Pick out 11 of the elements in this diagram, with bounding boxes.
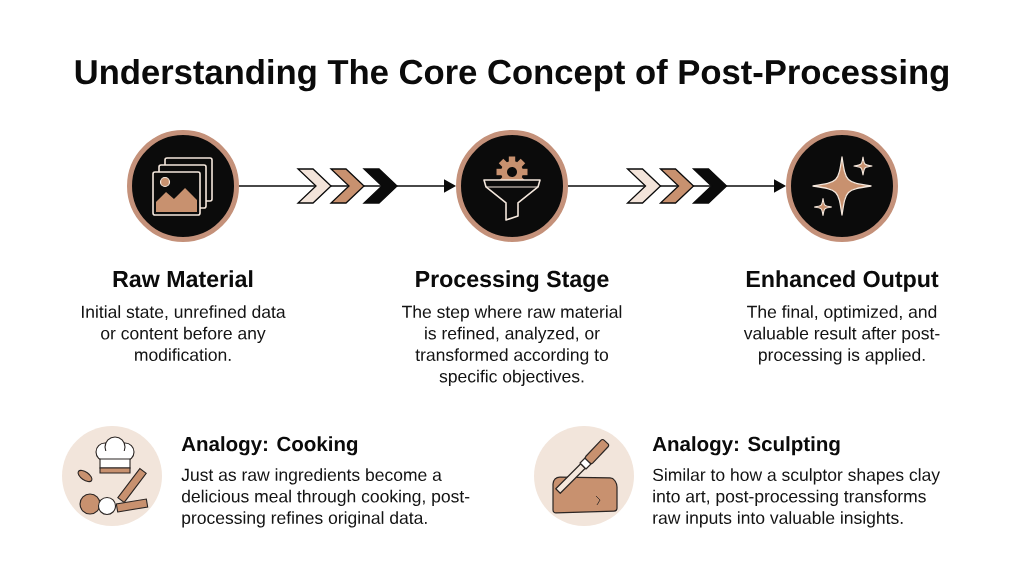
analogy-text: Similar to how a sculptor shapes clay into art, post-processing transforms raw inputs into valuable insights. — [653, 468, 940, 528]
analogy-title: Analogy: Sculpting — [652, 436, 840, 456]
step-title: Raw Material — [113, 270, 253, 288]
title: Understanding The Core Concept of Post-Processing — [75, 58, 948, 92]
step-description: Initial state, unrefined data or content before any modification. — [82, 305, 286, 362]
analogy-title: Analogy: Cooking — [181, 436, 358, 456]
step-description: The final, optimized, and valuable result after post-processing is applied. — [743, 305, 940, 365]
step-title: Processing Stage — [416, 270, 609, 292]
step-description: The step where raw material is refined, analyzed, or transformed according to specific objectives. — [402, 305, 622, 386]
analogy-text: Just as raw ingredients become a delicious meal through cooking, post-processing refines original data. — [181, 468, 470, 528]
step-title: Enhanced Output — [746, 270, 939, 292]
